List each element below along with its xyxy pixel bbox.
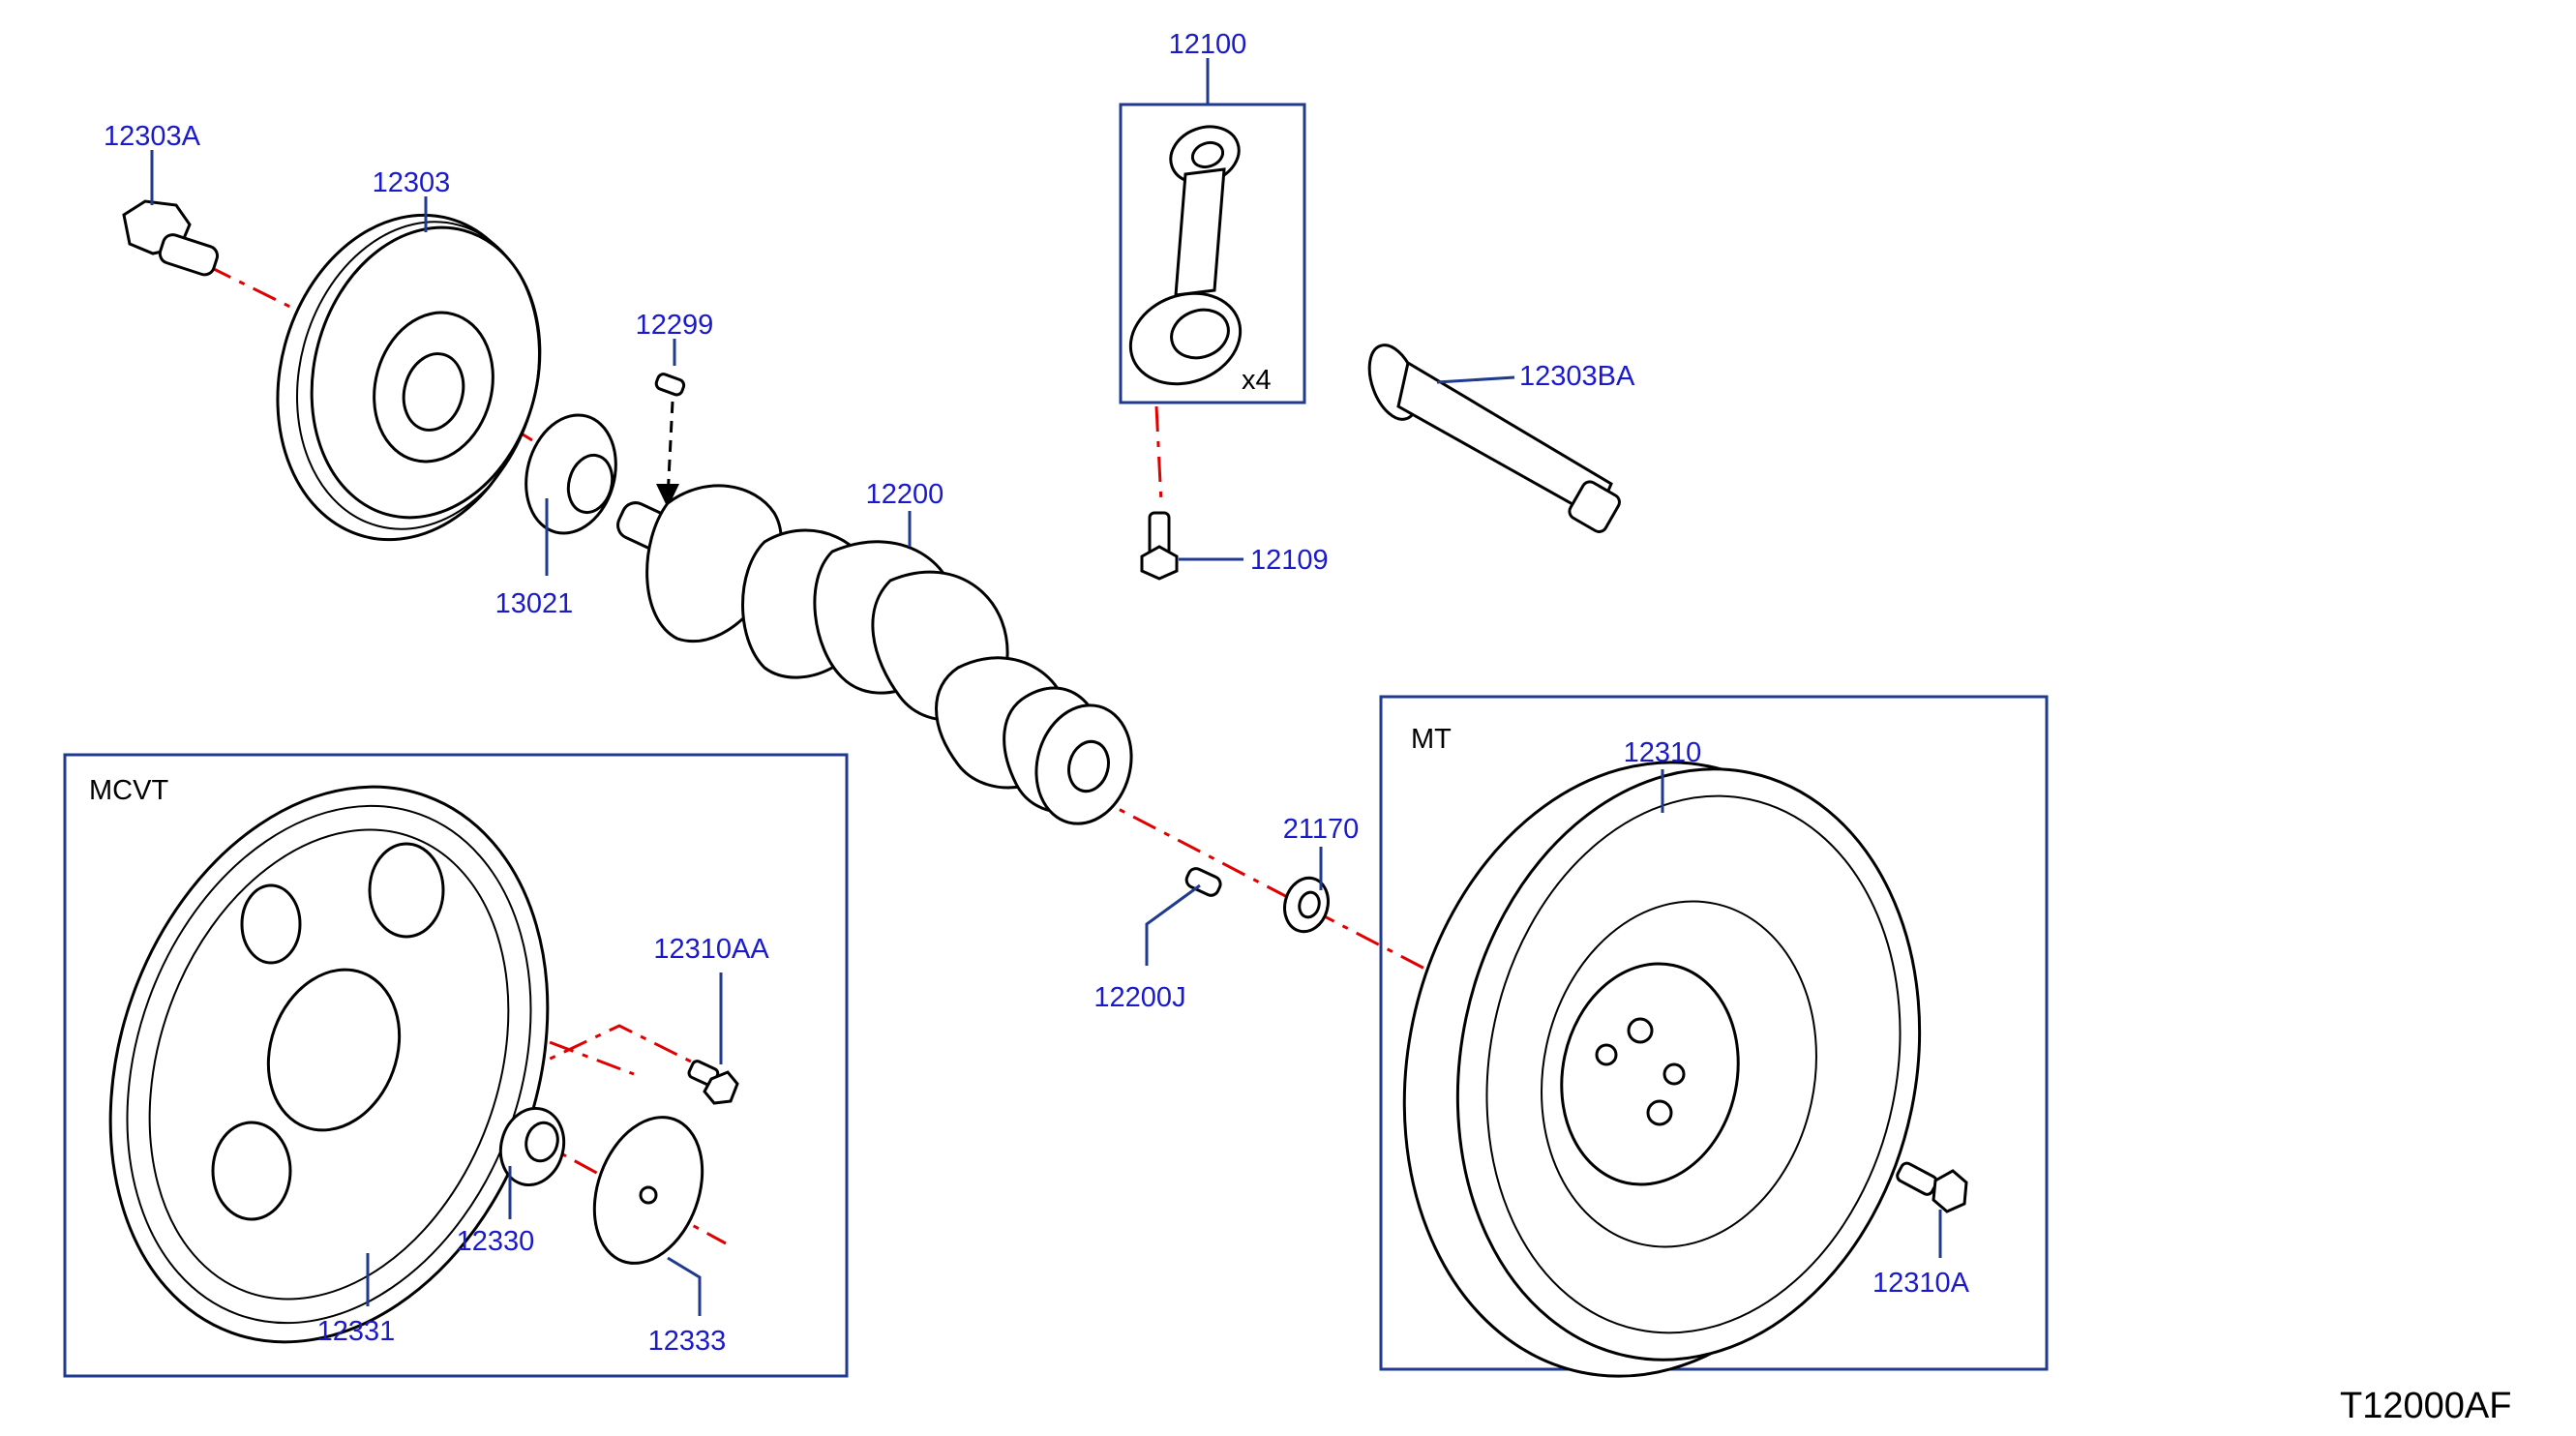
callout-12200: 12200 [866, 479, 944, 510]
mt-group-box [1379, 695, 2049, 1371]
mcvt-group-box [63, 753, 849, 1378]
callout-12330: 12330 [457, 1226, 535, 1257]
key-insert-arrowhead [656, 484, 679, 508]
callout-12303BA: 12303BA [1519, 361, 1635, 392]
pulley-bolt-12303A [122, 199, 220, 277]
conrod-quantity: x4 [1242, 365, 1272, 396]
connecting-rod-12100 [1128, 125, 1243, 386]
key-insert-arrow [666, 401, 674, 499]
flywheel-12310 [1402, 761, 1922, 1378]
callout-12333: 12333 [648, 1326, 727, 1357]
crank-sprocket-13021 [524, 413, 617, 535]
callout-12310A: 12310A [1872, 1268, 1970, 1299]
callouts: 12100 12303A 12303 12299 12303BA 12200 1… [104, 29, 1970, 1357]
callout-12100: 12100 [1169, 29, 1247, 60]
callout-12299: 12299 [636, 310, 714, 341]
spacer-12330 [498, 1106, 566, 1187]
callout-12310: 12310 [1624, 737, 1702, 768]
callout-21170: 21170 [1283, 814, 1360, 845]
callout-12303A: 12303A [104, 121, 201, 152]
flywheel-bolt-12310A [1896, 1161, 1968, 1213]
leader-lines [150, 58, 1942, 1316]
long-bolt-12303BA [1367, 344, 1621, 533]
callout-12331: 12331 [317, 1316, 396, 1347]
callout-13021: 13021 [495, 588, 574, 619]
conrod-group-box [1119, 103, 1306, 404]
pilot-bushing-21170 [1283, 876, 1330, 934]
drive-plate-12331 [108, 785, 550, 1344]
crank-pulley-12303 [276, 213, 542, 542]
mt-group-label: MT [1411, 724, 1452, 755]
conrod-bolt-12109 [1140, 511, 1179, 581]
mcvt-group-label: MCVT [89, 775, 168, 806]
callout-12109: 12109 [1250, 545, 1329, 576]
crankshaft-12200 [616, 484, 1133, 825]
callout-12310AA: 12310AA [653, 934, 769, 965]
callout-12200J: 12200J [1093, 982, 1185, 1013]
reinforcement-plate-12333 [592, 1116, 704, 1265]
diagram-code: T12000AF [2340, 1386, 2511, 1426]
woodruff-key-12299 [654, 373, 686, 397]
callout-12303: 12303 [373, 167, 451, 198]
drive-plate-bolt-12310AA [687, 1060, 739, 1105]
